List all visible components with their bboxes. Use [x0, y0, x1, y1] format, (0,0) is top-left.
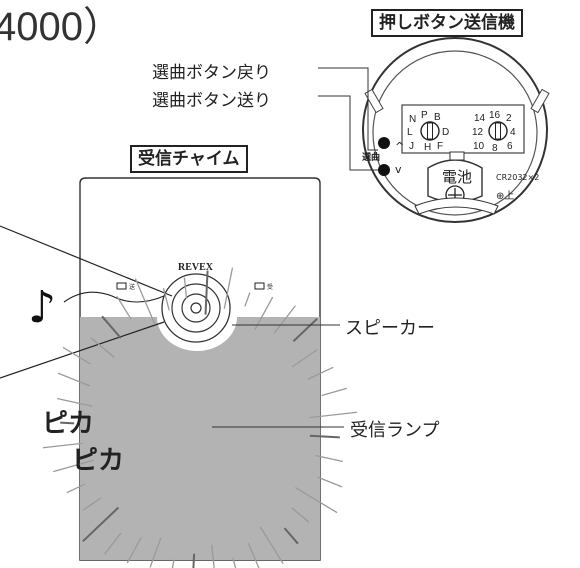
- flash-text-1: ピカ: [42, 409, 95, 439]
- lamp-ray: [315, 454, 344, 463]
- sound-line-top: [0, 225, 173, 297]
- lamp-ray: [307, 366, 334, 380]
- lamp-ray: [295, 486, 338, 514]
- leader-prev: [318, 67, 378, 151]
- lamp-ray: [223, 267, 234, 309]
- svg-text:送: 送: [129, 283, 135, 291]
- dial-left-label: L: [407, 127, 413, 138]
- dial-right-label: 14: [474, 113, 486, 124]
- select-next-button: [378, 164, 390, 176]
- rim-slot-right: [530, 88, 550, 114]
- label-speaker: スピーカー: [345, 318, 435, 339]
- lamp-ray: [292, 317, 318, 342]
- lamp-ray: [247, 542, 260, 568]
- lamp-ray: [126, 537, 142, 564]
- svg-text:受: 受: [267, 283, 273, 291]
- transmitter-title: 押しボタン送信機: [371, 9, 523, 37]
- lamp-rays: [42, 267, 358, 568]
- battery-indicator-right: [254, 282, 265, 290]
- lamp-ray: [283, 527, 299, 545]
- dial-left-pointer: [427, 122, 433, 140]
- lamp-ray: [259, 526, 284, 564]
- up-mark: ⊕上: [496, 190, 514, 202]
- dial-left-label: B: [434, 112, 441, 123]
- lamp-ray: [82, 497, 102, 511]
- lamp-ray: [82, 506, 120, 543]
- lamp-ray: [101, 315, 122, 339]
- lamp-ray: [273, 305, 296, 334]
- receiver-chime: REVEX 送 受: [79, 177, 321, 561]
- down-arrow-icon: v: [395, 163, 402, 176]
- lamp-ray: [317, 476, 343, 488]
- label-select-next: 選曲ボタン送り: [152, 91, 271, 111]
- lamp-ray: [244, 292, 251, 307]
- lamp-ray: [309, 434, 340, 439]
- lamp-ray: [291, 349, 318, 368]
- label-lamp: 受信ランプ: [350, 420, 440, 441]
- lamp-ray: [162, 287, 170, 311]
- up-arrow-icon: ^: [395, 140, 404, 153]
- lamp-ray: [254, 296, 274, 331]
- battery-tab: [449, 151, 465, 161]
- dial-left-label: N: [409, 114, 416, 125]
- battery-spec: CR2032×2: [496, 173, 539, 182]
- battery-label: 電池: [442, 168, 472, 186]
- lamp-ray: [211, 544, 215, 568]
- lamp-ray: [149, 537, 162, 568]
- lamp-ray: [171, 559, 175, 568]
- dial-left-label: D: [442, 127, 449, 138]
- lamp-ray: [232, 557, 237, 568]
- lamp-ray: [62, 346, 92, 365]
- lamp-ray: [42, 442, 83, 449]
- speaker-center: [190, 302, 202, 314]
- lamp-ray: [204, 270, 209, 315]
- lamp-ray: [90, 337, 115, 359]
- leader-next: [318, 95, 378, 171]
- battery-indicator-left: [116, 282, 127, 290]
- label-select-prev: 選曲ボタン戻り: [152, 63, 271, 83]
- lamp-ray: [134, 278, 156, 325]
- sound-wave: [63, 291, 165, 303]
- receiver-title: 受信チャイム: [130, 145, 248, 173]
- dial-right-label: 6: [507, 141, 513, 152]
- music-note-icon: ♪: [28, 282, 56, 333]
- dial-right-pointer: [495, 122, 501, 140]
- lamp-ray: [116, 296, 132, 320]
- dial-left-label: P: [421, 110, 428, 121]
- lamp-ray: [60, 421, 75, 425]
- lamp-ray: [309, 411, 358, 419]
- dial-right-label: 12: [472, 127, 484, 138]
- dial-left-label: H: [424, 142, 431, 153]
- select-prev-button: [378, 137, 390, 149]
- battery-clip: [414, 197, 499, 215]
- lamp-ray: [321, 387, 347, 397]
- dial-right-label: 10: [473, 141, 485, 152]
- lamp-ray: [192, 553, 196, 568]
- lamp-ray: [291, 507, 310, 523]
- lamp-ray: [183, 277, 188, 299]
- dial-right-label: 2: [506, 113, 512, 124]
- lamp-ray: [104, 532, 122, 555]
- transmitter: N P B L D J H F 14 16 2 12 4 10 8 6 ^ v …: [362, 37, 550, 223]
- flash-text-2: ピカ: [72, 446, 125, 476]
- brand-logo: REVEX: [178, 262, 214, 273]
- sound-line-bottom: [0, 321, 165, 379]
- lamp-ray: [66, 483, 86, 494]
- lamp-ray: [56, 397, 93, 407]
- dial-right-label: 8: [492, 143, 498, 154]
- select-label: 選曲: [362, 151, 380, 163]
- dial-right-label: 16: [489, 110, 501, 121]
- lamp-ray: [57, 372, 90, 387]
- lamp-ray: [53, 459, 94, 473]
- dial-right-label: 4: [510, 127, 516, 138]
- page-title-fragment: 4000）: [0, 5, 123, 49]
- dial-left-label: F: [437, 141, 443, 152]
- dial-left-label: J: [409, 141, 414, 152]
- receiver-lamp: [80, 317, 320, 560]
